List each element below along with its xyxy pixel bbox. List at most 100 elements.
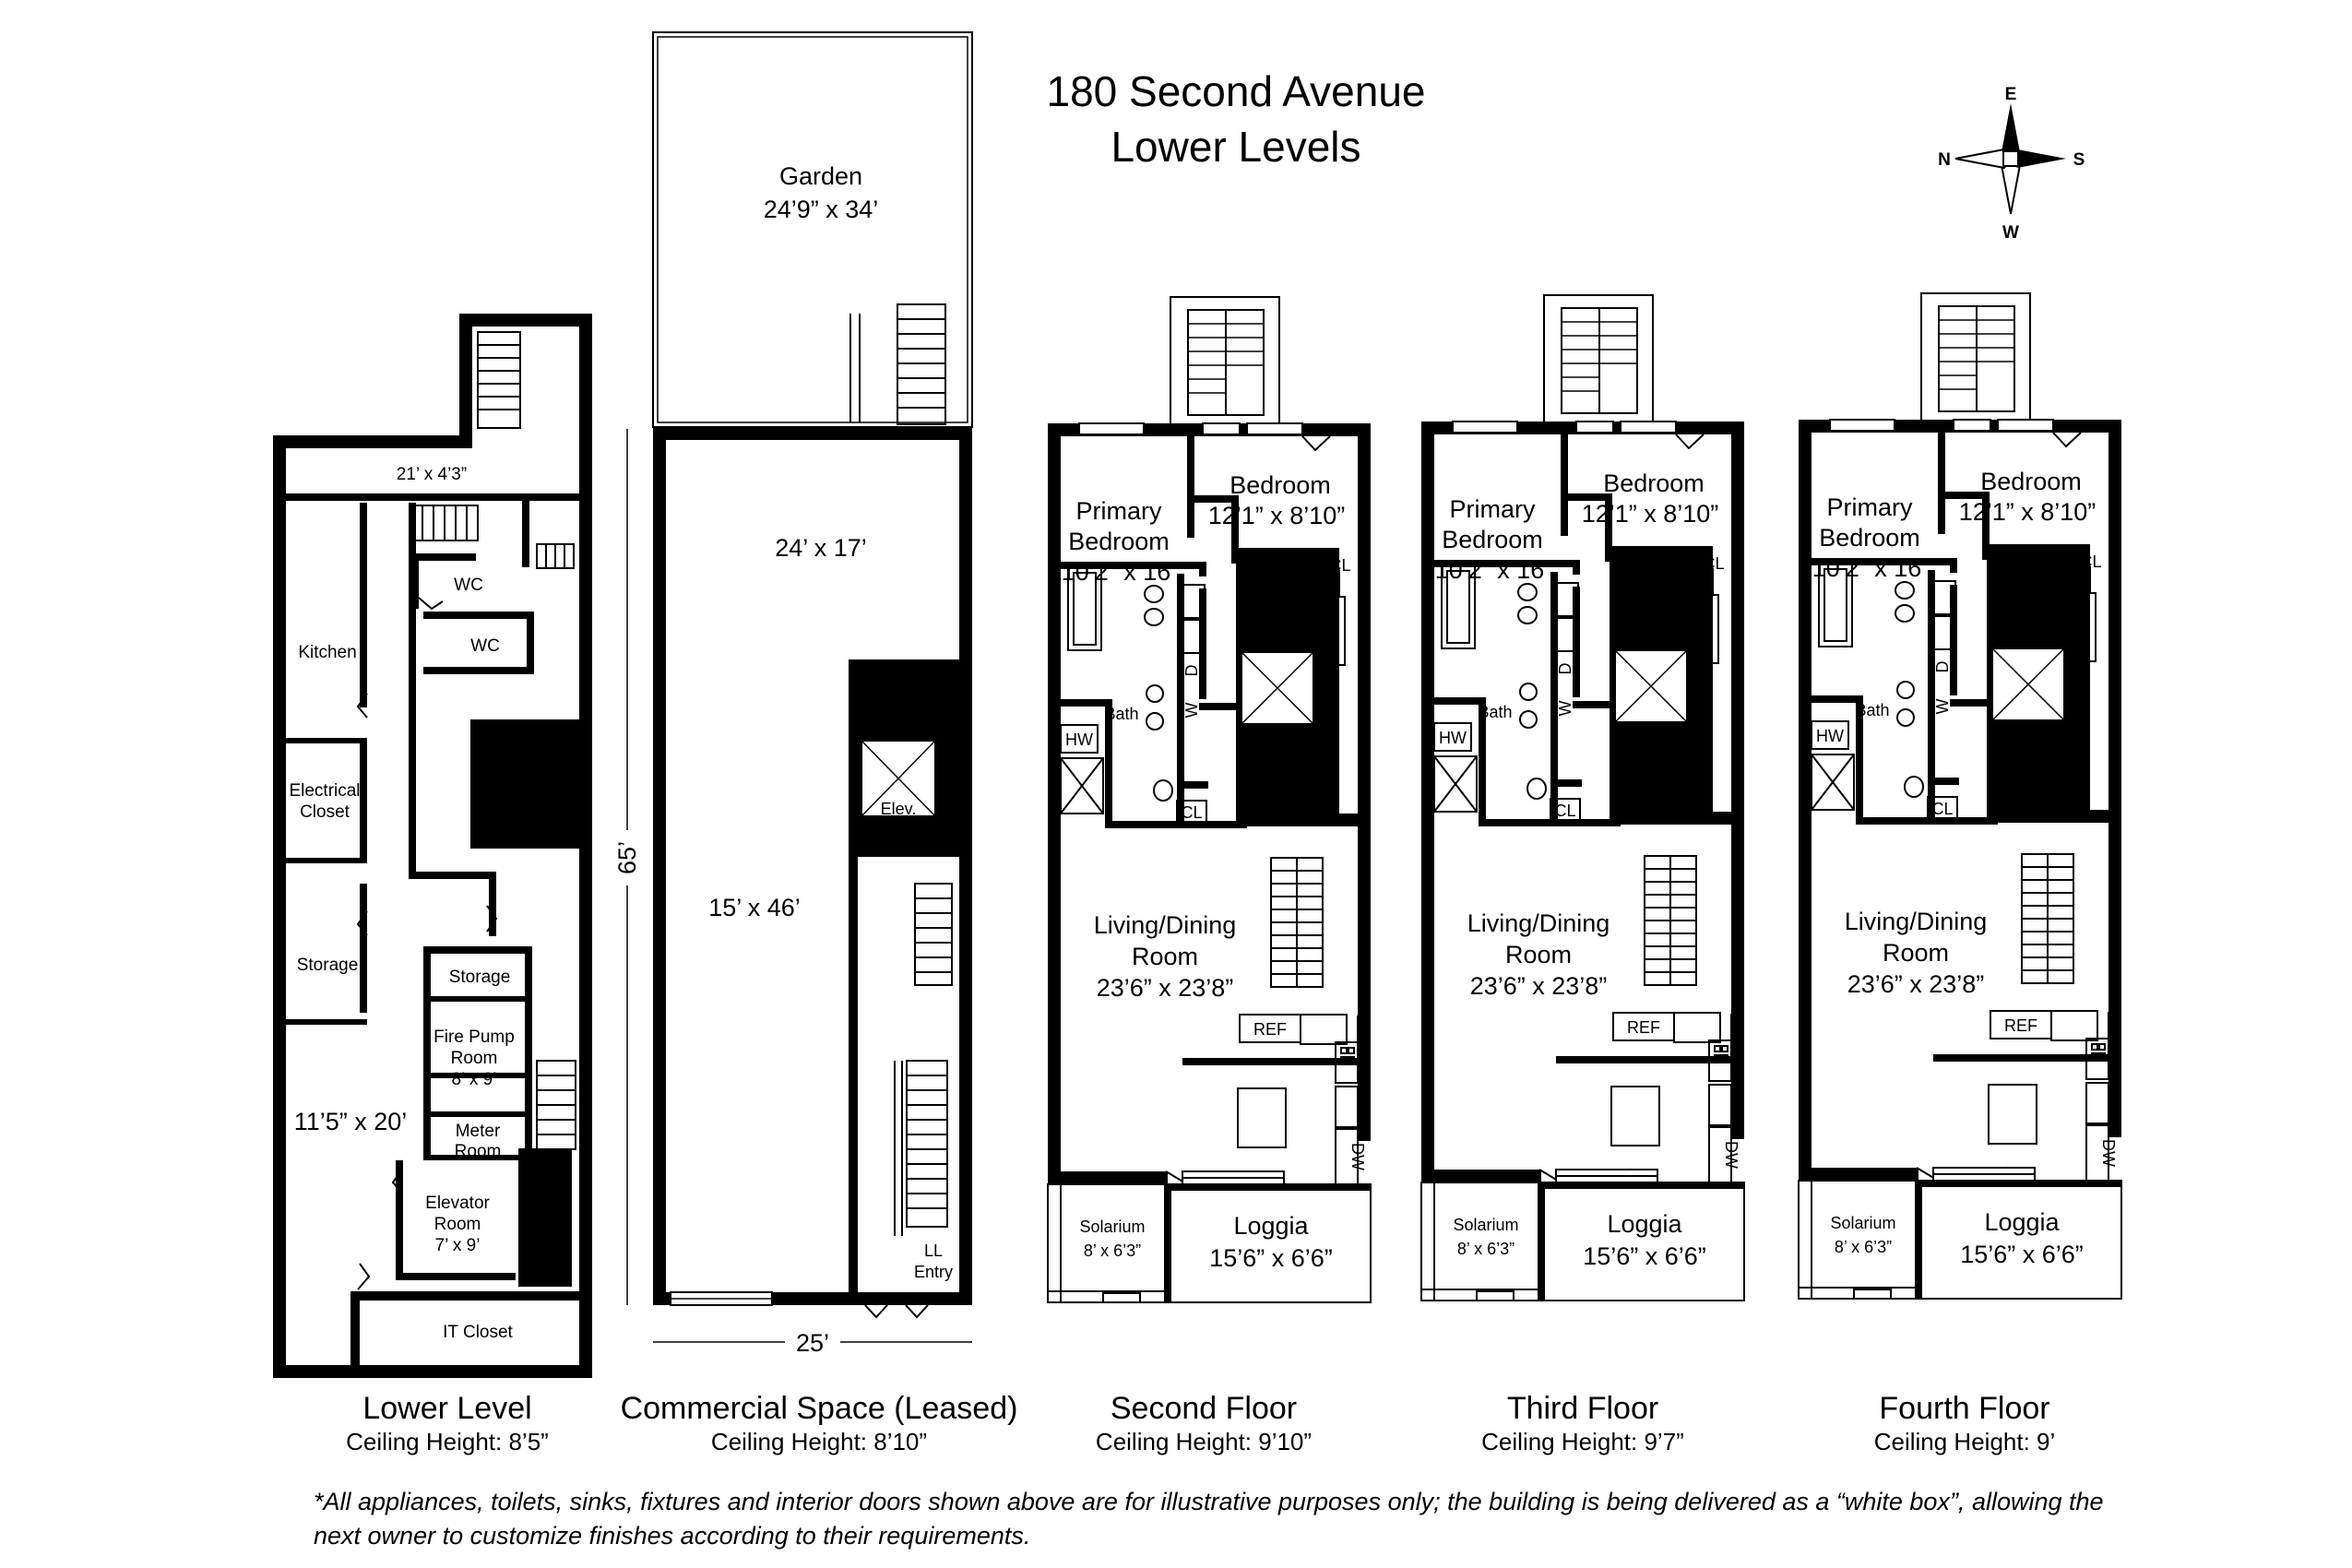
- ll-meter-label-2: Room: [455, 1142, 502, 1161]
- commercial-depth-dims: 65’: [613, 841, 641, 874]
- f4-cl-upper-label: CL: [2080, 552, 2101, 571]
- f3-primary-label-1: Primary: [1450, 495, 1536, 523]
- compass-south: S: [2073, 150, 2085, 170]
- f3-bath-upper-label: Bath: [1647, 596, 1681, 614]
- ll-elevator-dims: 7’ x 9’: [435, 1236, 481, 1255]
- f4-cl-lower-label: CL: [1931, 800, 1953, 818]
- f2-w-label: W: [1182, 703, 1201, 719]
- plan-title-line1: 180 Second Avenue: [1047, 67, 1426, 115]
- f3-solarium-dims: 8’ x 6’3”: [1457, 1240, 1515, 1258]
- ll-top-corridor-dims: 21’ x 4’3”: [397, 465, 467, 484]
- f2-loggia-dims: 15’6” x 6’6”: [1209, 1244, 1333, 1272]
- ll-elevator-label-2: Room: [434, 1215, 481, 1234]
- fourth-floor-plan: Primary Bedroom 10’2” x 16’ Bedroom 12’1…: [1798, 292, 2122, 1300]
- ll-electrical-label-1: Electrical: [289, 781, 360, 801]
- f2-bedroom-dims: 12’1” x 8’10”: [1208, 502, 1346, 529]
- f3-w-label: W: [1556, 701, 1574, 717]
- f4-living-label-1: Living/Dining: [1845, 908, 1988, 935]
- ll-kitchen-label: Kitchen: [298, 643, 356, 662]
- compass-north: N: [1938, 150, 1951, 170]
- f2-living-label-1: Living/Dining: [1094, 911, 1237, 939]
- second-floor-plan: Primary Bedroom 10’2” x 16’ Bedroom 12’1…: [1047, 296, 1372, 1303]
- f4-hw-label: HW: [1816, 727, 1844, 745]
- ll-fire-pump-label-2: Room: [451, 1049, 498, 1068]
- f4-living-label-2: Room: [1883, 939, 1949, 967]
- f4-d-label: D: [1933, 661, 1952, 673]
- commercial-upper-dims: 24’ x 17’: [775, 534, 867, 562]
- f3-living-label-1: Living/Dining: [1467, 909, 1610, 937]
- commercial-width-dims: 25’: [796, 1329, 829, 1357]
- f3-ref-label: REF: [1627, 1018, 1660, 1037]
- f3-bedroom-dims: 12’1” x 8’10”: [1582, 500, 1719, 528]
- f3-bedroom-label: Bedroom: [1603, 469, 1705, 497]
- f2-dw-label: DW: [1348, 1143, 1367, 1170]
- ll-storage-left-label: Storage: [297, 956, 359, 975]
- f4-bath-lower-label: Bath: [1855, 701, 1889, 719]
- compass-rose-icon: E W N S: [1938, 85, 2085, 243]
- f2-living-dims: 23’6” x 23’8”: [1097, 974, 1234, 1002]
- disclaimer-note: *All appliances, toilets, sinks, fixture…: [314, 1488, 2104, 1550]
- commercial-ceiling: Ceiling Height: 8’10”: [711, 1428, 927, 1455]
- f4-primary-label-2: Bedroom: [1819, 524, 1920, 552]
- f2-cl-upper-label: CL: [1329, 556, 1350, 575]
- second-floor-caption: Second Floor: [1111, 1391, 1297, 1426]
- f2-primary-dims: 10’2” x 16’: [1062, 558, 1177, 586]
- ll-electrical-label-2: Closet: [300, 802, 350, 822]
- f3-primary-label-2: Bedroom: [1442, 526, 1543, 553]
- commercial-garden-label: Garden: [779, 162, 862, 190]
- ll-elevator-label-1: Elevator: [425, 1194, 490, 1213]
- commercial-elev-label: Elev.: [881, 800, 917, 818]
- f4-ref-label: REF: [2004, 1016, 2037, 1035]
- plan-title-line2: Lower Levels: [1111, 123, 1360, 171]
- lower-level-caption: Lower Level: [362, 1391, 531, 1426]
- f3-d-label: D: [1556, 663, 1574, 675]
- ll-wc-upper-label: WC: [454, 576, 483, 595]
- f2-primary-label-1: Primary: [1076, 497, 1162, 525]
- third-floor-caption: Third Floor: [1507, 1391, 1658, 1426]
- fourth-floor-caption: Fourth Floor: [1879, 1391, 2049, 1426]
- ll-it-closet-label: IT Closet: [443, 1323, 513, 1342]
- commercial-entry-label-1: LL: [924, 1241, 943, 1260]
- f4-primary-label-1: Primary: [1827, 493, 1913, 521]
- f3-loggia-label: Loggia: [1607, 1210, 1682, 1238]
- ll-fire-pump-dims: 8’ x 9’: [452, 1070, 497, 1089]
- f2-solarium-label: Solarium: [1079, 1218, 1145, 1236]
- f3-dw-label: DW: [1722, 1141, 1740, 1169]
- commercial-garden-dims: 24’9” x 34’: [764, 196, 879, 223]
- f4-elev-label: Elev.: [2012, 790, 2048, 809]
- f2-ref-label: REF: [1253, 1020, 1287, 1039]
- f2-loggia-label: Loggia: [1233, 1212, 1309, 1240]
- third-floor-plan: Primary Bedroom 10’2” x 16’ Bedroom 12’1…: [1420, 294, 1745, 1301]
- f4-loggia-dims: 15’6” x 6’6”: [1960, 1241, 2084, 1268]
- compass-east: E: [2005, 85, 2017, 104]
- f2-living-label-2: Room: [1132, 943, 1198, 970]
- ll-storage-right-label: Storage: [449, 968, 511, 987]
- f4-bedroom-label: Bedroom: [1980, 468, 2082, 495]
- f3-living-label-2: Room: [1505, 941, 1572, 968]
- commercial-caption: Commercial Space (Leased): [621, 1391, 1018, 1426]
- commercial-space-plan: 65’ 25’ Garden 24’9” x 34’ 24’ x 17’ 15’…: [613, 31, 973, 1357]
- f4-bath-upper-label: Bath: [2025, 594, 2059, 612]
- f4-dw-label: DW: [2099, 1139, 2118, 1167]
- f4-solarium-label: Solarium: [1830, 1214, 1895, 1232]
- f3-cl-lower-label: CL: [1554, 802, 1575, 820]
- commercial-lower-dims: 15’ x 46’: [708, 894, 801, 921]
- third-floor-ceiling: Ceiling Height: 9’7”: [1481, 1428, 1684, 1455]
- compass-west: W: [2002, 223, 2019, 243]
- f3-living-dims: 23’6” x 23’8”: [1470, 972, 1608, 1000]
- f2-elev-label: Elev.: [1261, 794, 1297, 813]
- f3-cl-upper-label: CL: [1703, 554, 1724, 573]
- f2-d-label: D: [1182, 665, 1201, 677]
- ll-wc-lower-label: WC: [470, 636, 500, 656]
- f3-bath-lower-label: Bath: [1478, 703, 1512, 721]
- f2-bath-upper-label: Bath: [1274, 598, 1308, 616]
- f3-elev-label: Elev.: [1634, 792, 1670, 811]
- f4-w-label: W: [1933, 699, 1952, 715]
- f3-solarium-label: Solarium: [1453, 1216, 1518, 1234]
- ll-main-room-dims: 11’5” x 20’: [294, 1108, 408, 1135]
- lower-level-ceiling: Ceiling Height: 8’5”: [346, 1428, 549, 1455]
- f2-bedroom-label: Bedroom: [1229, 471, 1331, 499]
- f3-primary-dims: 10’2” x 16’: [1435, 556, 1550, 584]
- fourth-floor-ceiling: Ceiling Height: 9’: [1874, 1428, 2056, 1455]
